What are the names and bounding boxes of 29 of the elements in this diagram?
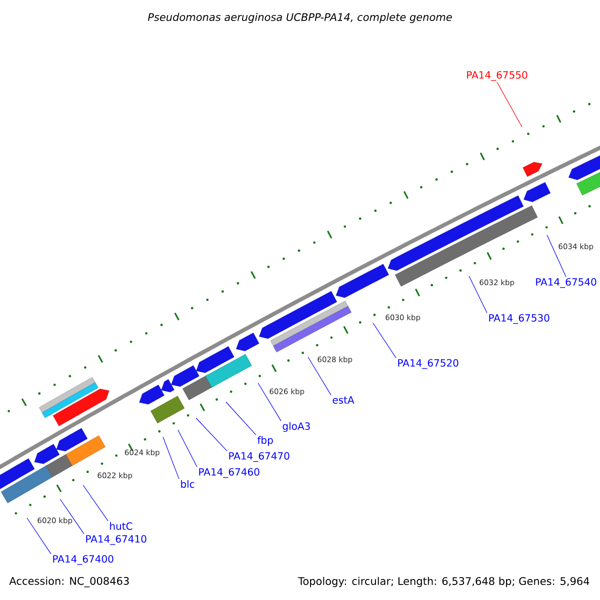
gene-label: PA14_67550: [467, 71, 528, 81]
gene-label: hutC: [110, 522, 132, 530]
gene-label: PA14_67400: [53, 555, 114, 565]
leader-line: [258, 382, 282, 422]
diagram-title: Pseudomonas aeruginosa UCBPP-PA14, complete genome: [148, 12, 452, 24]
leader-line: [308, 356, 332, 396]
gene-label: PA14_67540: [536, 278, 596, 288]
leader-line: [496, 82, 522, 128]
leader-line: [60, 498, 84, 534]
gene-label: estA: [332, 396, 354, 404]
footer-text: Topology: circular; Length: 6,537,648 bp; Genes: 5,964: [298, 576, 590, 588]
gene-label: PA14_67410: [86, 535, 146, 545]
leader-line: [162, 436, 180, 480]
gene-label: blc: [181, 480, 194, 488]
leader-line: [178, 430, 198, 468]
gene-label: PA14_67470: [229, 452, 290, 462]
gene-label: fbp: [257, 436, 273, 446]
leader-line: [546, 234, 566, 278]
gene-label: PA14_67530: [489, 314, 550, 324]
gene-label: gloA3: [282, 422, 310, 432]
leader-line: [82, 484, 108, 522]
leader-line: [226, 402, 256, 436]
leader-line: [26, 518, 52, 554]
footer-text: Accession: NC_008463: [9, 576, 129, 588]
leader-line: [468, 276, 488, 314]
gene-label: PA14_67520: [398, 359, 458, 369]
leader-line: [372, 322, 396, 358]
leader-line: [196, 418, 228, 452]
gene-label: PA14_67460: [199, 468, 260, 478]
